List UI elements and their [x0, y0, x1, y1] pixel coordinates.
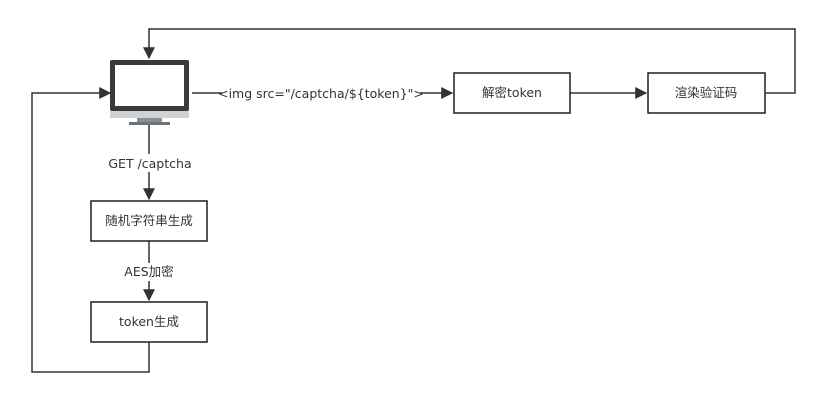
- edge-label-aes: AES加密: [120, 263, 178, 281]
- node-render-captcha: 渲染验证码: [647, 72, 766, 114]
- get-captcha-label: GET /captcha: [108, 156, 191, 171]
- node-decrypt-token: 解密token: [453, 72, 571, 114]
- node-random-string: 随机字符串生成: [90, 200, 208, 242]
- render-captcha-label: 渲染验证码: [675, 85, 738, 100]
- img-src-label: <img src="/captcha/${token}">: [218, 86, 424, 101]
- aes-encrypt-label: AES加密: [124, 264, 173, 279]
- edge-label-img-src: <img src="/captcha/${token}">: [218, 85, 424, 103]
- token-gen-label: token生成: [119, 314, 179, 329]
- monitor-icon: [110, 60, 189, 125]
- edge-render-back-to-client: [143, 28, 796, 94]
- random-string-label: 随机字符串生成: [105, 213, 193, 228]
- edge-label-get-captcha: GET /captcha: [104, 154, 196, 172]
- edge-token-back-to-client: [31, 87, 150, 373]
- decrypt-token-label: 解密token: [482, 85, 542, 100]
- node-token-gen: token生成: [90, 301, 208, 343]
